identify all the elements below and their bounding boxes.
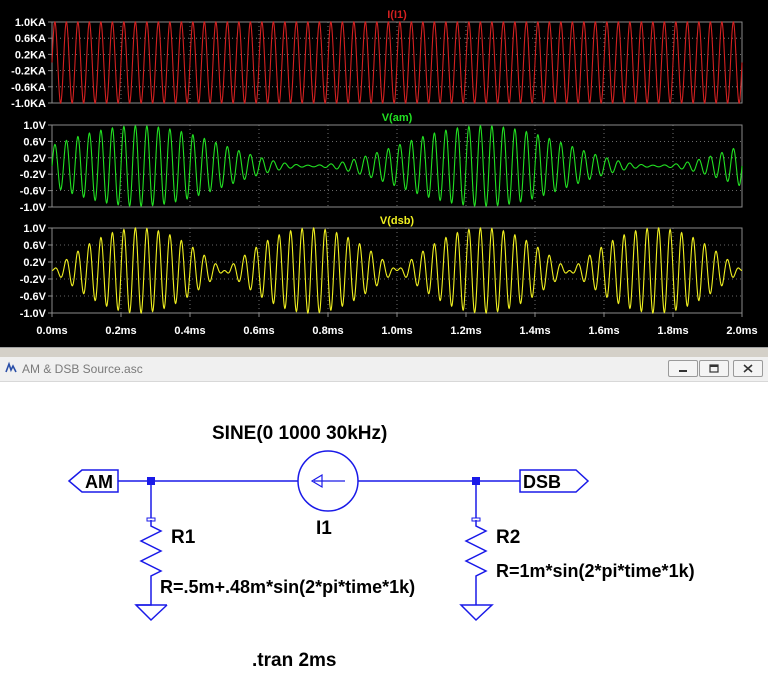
resistor-r2-zigzag <box>464 520 488 592</box>
r1-name[interactable]: R1 <box>171 527 196 548</box>
junction-dsb[interactable] <box>472 477 480 485</box>
resistor-r2[interactable] <box>464 517 488 592</box>
trace-name-0[interactable]: I(I1) <box>387 9 407 21</box>
y-tick-label: -0.6KA <box>11 82 46 94</box>
y-tick-label: -0.2V <box>20 169 47 181</box>
y-tick-label: 1.0KA <box>15 17 46 29</box>
wires[interactable] <box>118 477 520 518</box>
x-tick-label: 1.0ms <box>381 325 412 337</box>
r2-name[interactable]: R2 <box>496 527 520 548</box>
ground-r1-icon <box>134 592 168 622</box>
net-flag-dsb <box>519 469 590 493</box>
trace-name-2[interactable]: V(dsb) <box>380 215 415 227</box>
ground-r2[interactable] <box>459 592 494 622</box>
y-tick-label: -0.2V <box>20 274 47 286</box>
x-tick-label: 1.8ms <box>657 325 688 337</box>
trace-name-1[interactable]: V(am) <box>382 112 413 124</box>
net-label-dsb-text: DSB <box>523 472 561 492</box>
net-label-am-text: AM <box>85 472 113 492</box>
minimize-icon <box>679 370 687 372</box>
junction-am[interactable] <box>147 477 155 485</box>
ground-r1[interactable] <box>134 592 168 622</box>
x-tick-label: 1.4ms <box>519 325 550 337</box>
x-tick-label: 1.6ms <box>588 325 619 337</box>
current-direction-arrow-icon <box>310 473 345 489</box>
net-label-dsb[interactable]: DSB <box>519 469 590 493</box>
restore-button[interactable] <box>699 360 729 377</box>
schematic-titlebar: AM & DSB Source.asc <box>0 357 768 382</box>
close-button[interactable] <box>733 360 763 377</box>
waveform-plot[interactable]: 1.0KA 0.6KA 0.2KA -0.2KA -0.6KA -1.0KA I(I1) 1.… <box>0 0 768 347</box>
schematic-window-title: AM & DSB Source.asc <box>22 362 143 376</box>
restore-icon <box>709 364 719 373</box>
schematic-canvas[interactable]: AM DSB SINE(0 1000 30kHz) I1 R1 R=.5m+.4… <box>0 382 768 684</box>
x-tick-label: 0.0ms <box>36 325 67 337</box>
y-tick-label: -0.2KA <box>11 66 46 78</box>
y-tick-label: 0.6V <box>23 240 46 252</box>
x-tick-label: 0.2ms <box>105 325 136 337</box>
minimize-button[interactable] <box>668 360 698 377</box>
y-tick-label: 0.6KA <box>15 33 46 45</box>
schematic-drawing[interactable]: AM DSB SINE(0 1000 30kHz) I1 R1 R=.5m+.4… <box>0 382 768 684</box>
resistor-r1-zigzag <box>139 520 163 592</box>
y-tick-label: -1.0KA <box>11 98 46 110</box>
ltspice-app-icon <box>5 361 17 373</box>
y-tick-label: 1.0V <box>23 120 46 132</box>
x-tick-label: 1.2ms <box>450 325 481 337</box>
y-tick-label: 0.2V <box>23 153 46 165</box>
ground-r2-icon <box>459 592 494 622</box>
trace-I(I1)[interactable] <box>51 20 743 105</box>
y-tick-label: 0.2KA <box>15 49 46 61</box>
current-source-i1[interactable] <box>297 450 359 512</box>
x-tick-label: 0.8ms <box>312 325 343 337</box>
pane-splitter[interactable] <box>0 347 768 358</box>
y-tick-label: -0.6V <box>20 186 47 198</box>
y-tick-label: -0.6V <box>20 291 47 303</box>
x-tick-label: 0.6ms <box>243 325 274 337</box>
source-name[interactable]: I1 <box>316 518 332 539</box>
x-tick-label: 0.4ms <box>174 325 205 337</box>
trace-V(dsb)[interactable] <box>51 226 743 315</box>
source-value[interactable]: SINE(0 1000 30kHz) <box>212 423 387 444</box>
waveform-viewer[interactable]: 1.0KA 0.6KA 0.2KA -0.2KA -0.6KA -1.0KA I(I1) 1.… <box>0 0 768 347</box>
y-tick-label: 1.0V <box>23 223 46 235</box>
y-tick-label: -1.0V <box>20 308 47 320</box>
y-tick-label: 0.6V <box>23 136 46 148</box>
y-tick-label: -1.0V <box>20 202 47 214</box>
r1-value[interactable]: R=.5m+.48m*sin(2*pi*time*1k) <box>160 577 415 597</box>
r2-value[interactable]: R=1m*sin(2*pi*time*1k) <box>496 561 695 581</box>
x-tick-label: 2.0ms <box>726 325 757 337</box>
trace-V(am)[interactable] <box>51 124 743 208</box>
close-icon <box>743 364 753 373</box>
net-label-am[interactable]: AM <box>67 469 119 493</box>
y-tick-label: 0.2V <box>23 257 46 269</box>
spice-directive[interactable]: .tran 2ms <box>252 650 336 671</box>
net-flag-am <box>67 469 119 493</box>
resistor-r1[interactable] <box>139 517 163 592</box>
